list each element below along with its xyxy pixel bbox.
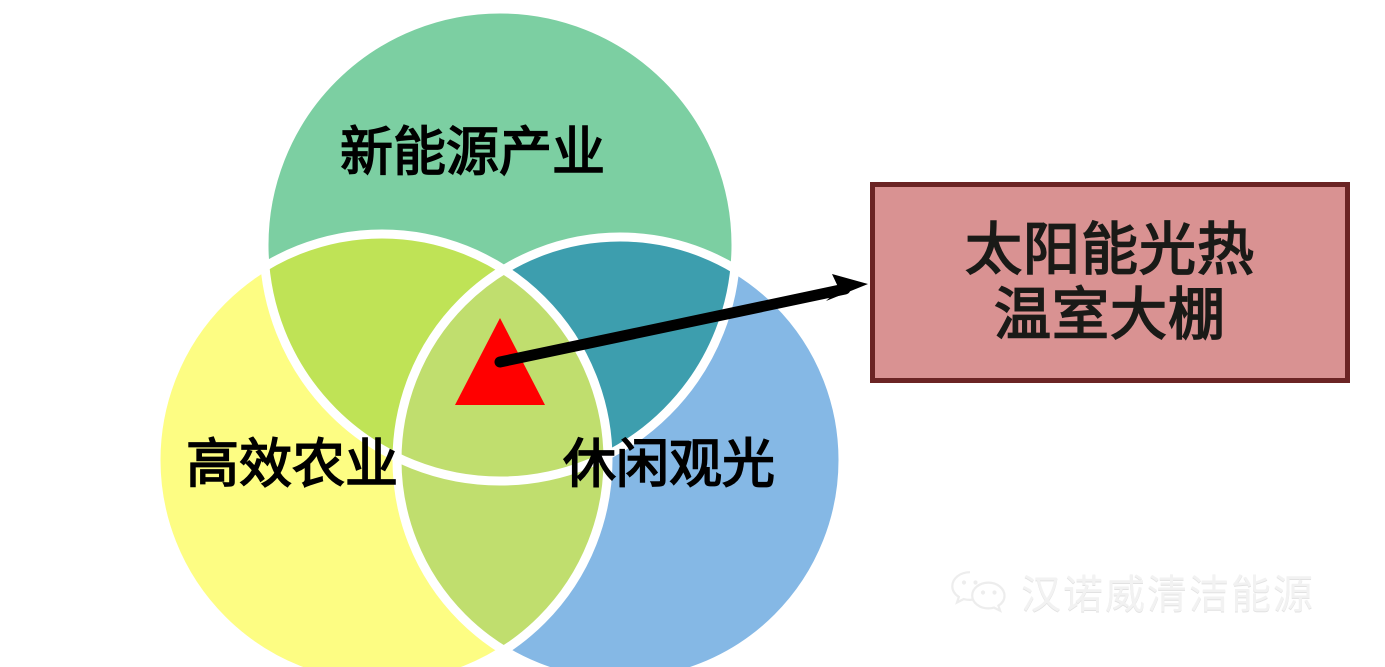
callout-arrow — [494, 274, 868, 368]
watermark-text: 汉诺威清洁能源 — [1021, 572, 1315, 618]
callout-box[interactable]: 太阳能光热 温室大棚 — [870, 182, 1350, 383]
watermark: 汉诺威清洁能源 — [948, 562, 1315, 620]
callout-line-1: 太阳能光热 — [965, 216, 1255, 283]
wechat-icon — [948, 568, 1010, 614]
venn-label-efficient-agriculture: 高效农业 — [186, 434, 398, 495]
venn-label-new-energy: 新能源产业 — [340, 122, 605, 183]
venn-separator-strokes — [151, 4, 848, 667]
callout-line-2: 温室大棚 — [994, 281, 1226, 348]
venn-label-leisure-tourism: 休闲观光 — [563, 434, 775, 495]
